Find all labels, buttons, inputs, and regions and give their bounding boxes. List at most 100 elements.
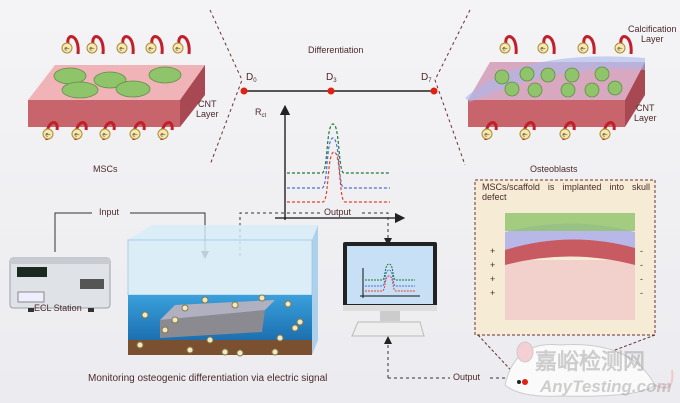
d3-label: D3 — [326, 72, 337, 84]
minus-signs: ---- — [640, 246, 643, 298]
particle — [271, 348, 279, 356]
electron-icon — [559, 128, 571, 140]
d7-label: D7 — [421, 72, 432, 84]
ecl-station — [9, 257, 111, 312]
electron-arrow — [66, 35, 80, 55]
electrolyte-tank — [127, 225, 318, 355]
output-label-top: Output — [324, 207, 352, 217]
electron-arrow — [542, 35, 556, 55]
particle — [276, 334, 284, 342]
electron-icon — [129, 128, 141, 140]
watermark-en: AnyTesting.com — [540, 377, 672, 396]
msc-cells — [53, 66, 182, 99]
electron-transfer-arrows: e-e-e-e-e-e-e-e-e-e-e-e-e-e-e-e-e-e- — [42, 35, 633, 141]
electron-text: e- — [484, 133, 489, 139]
electron-arrow — [177, 35, 191, 55]
electron-text: e- — [45, 133, 50, 139]
electron-arrow — [504, 35, 518, 55]
particle — [181, 304, 189, 312]
electron-text: e- — [175, 47, 180, 53]
electron-icon — [614, 42, 626, 54]
particle — [258, 294, 266, 302]
electron-text: e- — [522, 133, 527, 139]
electron-text: e- — [74, 133, 79, 139]
electron-text: e- — [502, 47, 507, 53]
plus-signs: ++++ — [490, 246, 496, 298]
electron-icon — [86, 42, 98, 54]
zoom-separators — [209, 9, 471, 166]
curve-d3 — [287, 137, 390, 189]
electron-icon — [99, 128, 111, 140]
electron-text: e- — [64, 47, 69, 53]
electron-text: e- — [119, 47, 124, 53]
electron-arrow — [150, 35, 164, 55]
osteoblast-cells — [494, 66, 623, 98]
particle — [206, 336, 214, 344]
timeline-dot-d0 — [240, 87, 248, 95]
electron-text: e- — [148, 47, 153, 53]
electron-icon — [42, 128, 54, 140]
electron-icon — [481, 128, 493, 140]
particle — [136, 341, 144, 349]
electron-icon — [172, 42, 184, 54]
msc-label: MSCs — [93, 164, 118, 174]
rct-curves — [287, 123, 390, 203]
electron-icon — [577, 42, 589, 54]
electron-arrow — [91, 35, 105, 55]
electron-text: e- — [580, 47, 585, 53]
electron-icon — [537, 42, 549, 54]
curve-d7 — [287, 123, 390, 174]
differentiation-label: Differentiation — [308, 45, 364, 55]
electron-text: e- — [562, 133, 567, 139]
particle — [296, 318, 304, 326]
electron-text: e- — [102, 133, 107, 139]
electron-icon — [145, 42, 157, 54]
electron-arrow — [121, 35, 135, 55]
electron-icon — [499, 42, 511, 54]
electron-icon — [157, 128, 169, 140]
curve-d0 — [287, 151, 390, 203]
timeline-dot-d3 — [327, 87, 335, 95]
particle — [221, 348, 229, 356]
electron-text: e- — [540, 47, 545, 53]
electron-icon — [61, 42, 73, 54]
particle — [186, 346, 194, 354]
electron-text: e- — [617, 47, 622, 53]
electron-icon — [519, 128, 531, 140]
particle — [201, 296, 209, 304]
electron-icon — [71, 128, 83, 140]
electron-text: e- — [89, 47, 94, 53]
particle — [171, 316, 179, 324]
output-label-bottom: Output — [453, 372, 481, 382]
osteoblast-label: Osteoblasts — [530, 164, 578, 174]
electron-arrow — [619, 35, 633, 55]
mouse-illustration — [504, 341, 674, 397]
electrolyte-particles — [136, 294, 304, 357]
implant-site-dot — [522, 379, 528, 385]
input-label: Input — [99, 207, 120, 217]
electron-icon — [599, 128, 611, 140]
rct-axis-label: Rct — [255, 107, 267, 119]
electron-icon — [116, 42, 128, 54]
electron-arrow — [582, 35, 596, 55]
particle — [284, 300, 292, 308]
particle — [231, 301, 239, 309]
computer — [343, 242, 437, 337]
electron-text: e- — [602, 133, 607, 139]
particle — [141, 311, 149, 319]
electron-text: e- — [160, 133, 165, 139]
inset-text: MSCs/scaffold is implanted into skull de… — [482, 182, 650, 202]
timeline-dot-d7 — [430, 87, 438, 95]
watermark-cn: 嘉峪检测网 — [535, 349, 646, 374]
particle — [161, 326, 169, 334]
d0-label: D0 — [246, 72, 257, 84]
skull-defect-illustration — [505, 213, 635, 320]
caption: Monitoring osteogenic differentiation vi… — [88, 373, 328, 384]
electron-text: e- — [132, 133, 137, 139]
particle — [291, 324, 299, 332]
ecl-station-label: ECL Station — [34, 303, 82, 313]
